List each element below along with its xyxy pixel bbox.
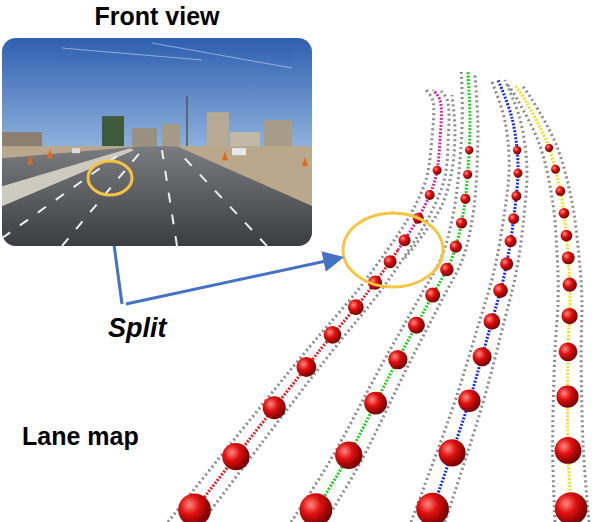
lane-node-sphere — [556, 386, 578, 408]
lane-node-sphere — [440, 263, 453, 276]
lane-node-sphere — [460, 194, 470, 204]
lane-node-sphere — [178, 493, 211, 522]
lane-node-sphere — [425, 288, 440, 303]
lane-node-sphere — [513, 169, 522, 178]
lane-node-sphere — [511, 191, 521, 201]
lane-node-sphere — [335, 442, 362, 469]
front-view-photo — [2, 38, 312, 246]
lane-node-sphere — [562, 251, 575, 264]
lane-node-sphere — [425, 190, 435, 200]
lane-node-sphere — [500, 257, 513, 270]
lane-node-sphere — [296, 357, 316, 377]
lane-node-sphere — [465, 146, 473, 154]
lane-node-sphere — [388, 350, 407, 369]
lane-node-sphere — [348, 299, 364, 315]
lane-centerline — [308, 72, 470, 522]
lane-node-sphere — [508, 213, 519, 224]
lane-node-sphere — [463, 170, 472, 179]
lane-node-sphere — [555, 437, 582, 464]
lane-node-sphere — [324, 326, 342, 344]
lane-boundary-points — [508, 85, 558, 522]
lane-boundary-points — [202, 90, 449, 522]
lane-node-sphere — [450, 241, 462, 253]
lane-node-sphere — [505, 235, 517, 247]
lane-node-sphere — [561, 308, 577, 324]
highlight-ellipse — [343, 213, 443, 287]
lane-node-sphere — [473, 347, 492, 366]
lane-node-sphere — [563, 278, 577, 292]
photo-panel: Front view — [0, 0, 314, 248]
callout-label: Split — [108, 313, 167, 344]
lane-node-sphere — [555, 186, 565, 196]
lane-centerline — [428, 80, 518, 522]
lane-node-sphere — [551, 165, 560, 174]
lane-node-sphere — [408, 317, 425, 334]
panel-heading: Front view — [0, 0, 314, 31]
lane-node-sphere — [416, 493, 449, 522]
lane-node-sphere — [456, 217, 467, 228]
lane-node-sphere — [513, 146, 521, 154]
lane-node-sphere — [555, 492, 588, 522]
lane-node-sphere — [439, 439, 466, 466]
lane-node-sphere — [300, 493, 333, 522]
lane-node-sphere — [364, 392, 387, 415]
lane-boundary-points — [291, 72, 462, 522]
lane-node-sphere — [493, 283, 508, 298]
lane-boundary-points — [522, 85, 589, 522]
lane-node-sphere — [559, 343, 578, 362]
lane-node-sphere — [545, 144, 553, 152]
lane-node-sphere — [263, 396, 286, 419]
highlight-ellipse — [88, 161, 132, 195]
lane-node-sphere — [384, 255, 397, 268]
lane-node-sphere — [484, 313, 501, 330]
lane-node-sphere — [399, 234, 411, 246]
lane-boundary-points — [325, 72, 478, 522]
lane-node-sphere — [458, 389, 480, 411]
lane-node-sphere — [222, 443, 249, 470]
lane-centerline — [185, 250, 398, 522]
pointer-arrow — [126, 258, 340, 304]
lane-centerline — [398, 90, 441, 250]
lane-boundary-points — [405, 95, 455, 258]
lane-node-sphere — [433, 166, 442, 175]
lane-boundary-points — [411, 80, 509, 522]
lane-node-sphere — [559, 208, 570, 219]
panel-label: Lane map — [22, 422, 139, 451]
lane-node-sphere — [561, 230, 573, 242]
